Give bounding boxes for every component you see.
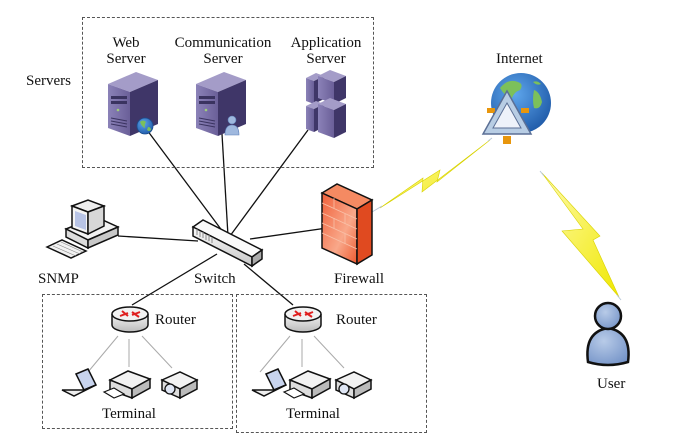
web-server-icon[interactable] [108, 72, 158, 136]
terminal-left-group-box [42, 294, 233, 429]
servers-group-label: Servers [26, 73, 71, 89]
link-router-left-laptop [87, 335, 119, 373]
application-server-icon[interactable] [306, 70, 346, 138]
web-server-label: Web Server [96, 35, 156, 67]
application-server-label-line2: Server [306, 51, 346, 67]
application-server-label: Application Server [284, 35, 368, 67]
fax-printer-right-icon[interactable] [282, 370, 332, 400]
link-switch-communication-server [221, 133, 229, 237]
user-icon[interactable] [586, 301, 630, 367]
router-left-label: Router [155, 312, 196, 328]
servers-group-box [82, 17, 374, 168]
user-label: User [597, 376, 626, 392]
router-left-icon[interactable] [111, 306, 149, 333]
laptop-left-icon[interactable] [61, 368, 98, 397]
web-server-label-line1: Web [112, 35, 140, 51]
terminal-left-label: Terminal [102, 406, 156, 422]
user-badge-icon [224, 115, 240, 136]
link-router-right-laptop [259, 335, 291, 373]
link-router-left-projector [141, 335, 173, 369]
switch-label: Switch [194, 271, 236, 287]
snmp-computer-icon[interactable] [45, 199, 120, 259]
internet-icon[interactable] [481, 73, 551, 144]
fax-printer-left-icon[interactable] [102, 370, 152, 400]
wireless-link-firewall-internet [371, 137, 493, 213]
link-switch-router-right [243, 263, 294, 306]
keyboard-icon [45, 239, 88, 259]
router-right-icon[interactable] [284, 306, 322, 333]
link-switch-application-server [229, 129, 309, 237]
projector-left-icon[interactable] [160, 371, 199, 400]
link-switch-router-left [131, 253, 218, 306]
communication-server-label: Communication Server [164, 35, 282, 67]
wireless-link-internet-user [539, 170, 622, 301]
terminal-right-group-box [236, 294, 427, 433]
communication-server-icon[interactable] [196, 72, 246, 136]
terminal-right-label: Terminal [286, 406, 340, 422]
application-server-label-line1: Application [290, 35, 362, 51]
globe-badge-icon [136, 117, 154, 135]
communication-server-label-line2: Server [203, 51, 243, 67]
link-router-right-projector [313, 335, 345, 369]
link-switch-web-server [146, 129, 227, 237]
firewall-label: Firewall [334, 271, 384, 287]
laptop-right-icon[interactable] [251, 368, 288, 397]
web-server-label-line2: Server [106, 51, 146, 67]
communication-server-label-line1: Communication [174, 35, 272, 51]
internet-label: Internet [496, 51, 543, 67]
firewall-icon[interactable] [320, 183, 374, 266]
switch-icon[interactable] [191, 219, 264, 268]
link-switch-snmp [117, 235, 199, 242]
projector-right-icon[interactable] [334, 371, 373, 400]
router-right-label: Router [336, 312, 377, 328]
snmp-label: SNMP [38, 271, 79, 287]
